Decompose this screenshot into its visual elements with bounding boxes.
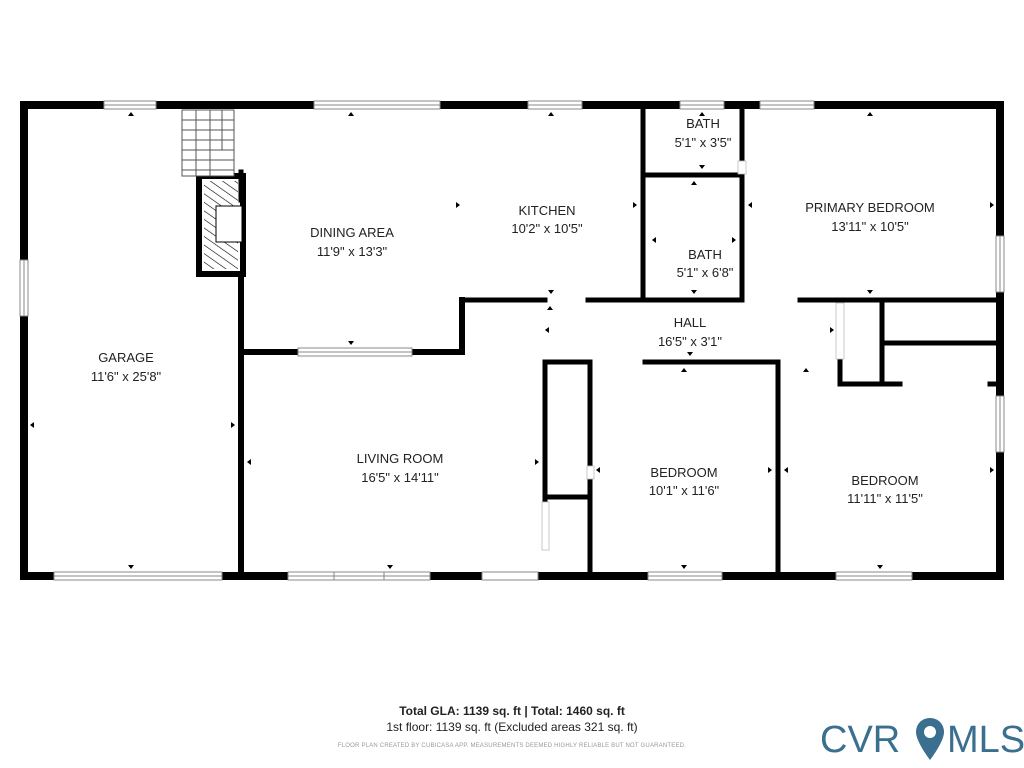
garage-dimensions: 11'6" x 25'8" <box>91 369 162 384</box>
dining-area-dimensions: 11'9" x 13'3" <box>317 244 388 259</box>
bedroom-middle-dimensions: 10'1" x 11'6" <box>649 483 720 498</box>
location-pin-icon <box>916 718 944 760</box>
living-room-dimensions: 16'5" x 14'11" <box>361 470 439 485</box>
cvrmls-logo: CVR MLS <box>820 716 1024 764</box>
dining-area-label: DINING AREA <box>310 225 394 240</box>
living-room-label: LIVING ROOM <box>357 451 444 466</box>
bath-middle-dimensions: 5'1" x 6'8" <box>677 265 734 280</box>
disclaimer-text: FLOOR PLAN CREATED BY CUBICASA APP. MEAS… <box>337 743 687 749</box>
bedroom-right-dimensions: 11'11" x 11'5" <box>847 491 923 506</box>
bath-top-label: BATH <box>686 116 720 131</box>
bath-middle-label: BATH <box>688 247 722 262</box>
dimension-ticks <box>30 112 994 569</box>
stairs <box>181 109 235 177</box>
hall-label: HALL <box>674 315 707 330</box>
interior-walls <box>196 105 1003 579</box>
bedroom-right-label: BEDROOM <box>851 473 918 488</box>
bath-top-dimensions: 5'1" x 3'5" <box>675 135 732 150</box>
windows <box>19 100 1005 581</box>
floor-plan: GARAGE 11'6" x 25'8" DINING AREA 11'9" x… <box>19 100 1005 581</box>
kitchen-label: KITCHEN <box>518 203 575 218</box>
room-labels: GARAGE 11'6" x 25'8" DINING AREA 11'9" x… <box>91 116 935 506</box>
total-area-summary: Total GLA: 1139 sq. ft | Total: 1460 sq.… <box>399 704 625 718</box>
floor-area-summary: 1st floor: 1139 sq. ft (Excluded areas 3… <box>386 720 638 734</box>
logo-text-left: CVR <box>820 719 901 761</box>
window-mullions <box>23 104 1001 580</box>
primary-bedroom-dimensions: 13'11" x 10'5" <box>831 219 909 234</box>
chimney-hatch <box>204 181 243 269</box>
hall-dimensions: 16'5" x 3'1" <box>658 334 722 349</box>
bedroom-middle-label: BEDROOM <box>650 465 717 480</box>
garage-label: GARAGE <box>98 350 154 365</box>
kitchen-dimensions: 10'2" x 10'5" <box>511 221 583 236</box>
door-openings <box>541 160 845 551</box>
logo-text-right: MLS <box>947 719 1024 761</box>
primary-bedroom-label: PRIMARY BEDROOM <box>805 200 935 215</box>
